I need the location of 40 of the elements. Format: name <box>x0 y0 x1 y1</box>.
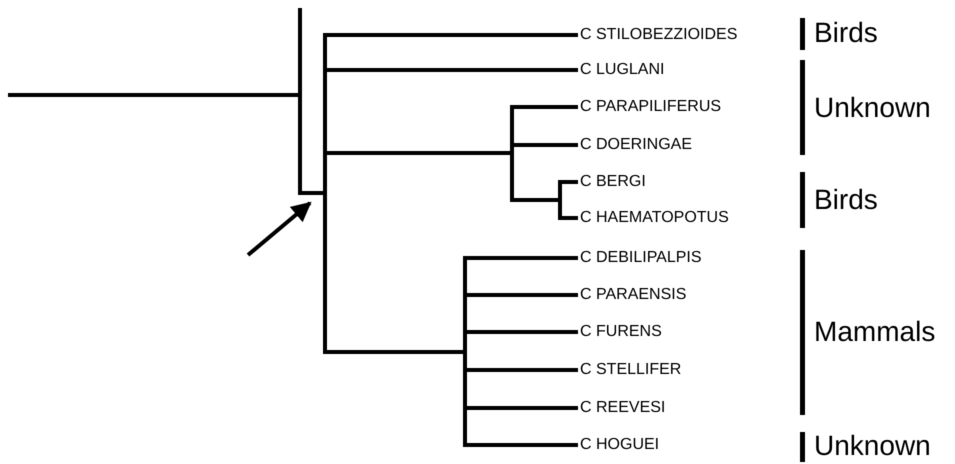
group-label: Mammals <box>814 316 936 348</box>
taxon-label: C HAEMATOPOTUS <box>580 208 729 228</box>
taxon-label: C REEVESI <box>580 398 666 418</box>
tree-branch <box>327 350 463 354</box>
group-label: Birds <box>814 184 878 216</box>
tree-node-bar <box>298 8 302 195</box>
taxon-label: C BERGI <box>580 172 646 192</box>
tree-branch <box>8 93 298 97</box>
taxon-label: C DEBILIPALPIS <box>580 248 702 268</box>
tree-branch <box>562 216 578 220</box>
tree-node-bar <box>323 33 327 354</box>
tree-node-bar <box>463 256 467 447</box>
group-label: Unknown <box>814 430 931 462</box>
tree-branch <box>562 180 578 184</box>
tree-branch <box>514 198 558 202</box>
tree-branch <box>327 33 578 37</box>
tree-branch <box>467 406 578 410</box>
taxon-label: C LUGLANI <box>580 60 664 80</box>
taxon-label: C STELLIFER <box>580 360 682 380</box>
taxon-label: C PARAPILIFERUS <box>580 97 722 117</box>
tree-branch <box>467 330 578 334</box>
tree-branch <box>467 293 578 297</box>
tree-branch <box>467 368 578 372</box>
tree-branch <box>302 191 323 195</box>
tree-branch <box>327 68 578 72</box>
group-label: Birds <box>814 17 878 49</box>
taxon-label: C PARAENSIS <box>580 285 686 305</box>
tree-node-bar <box>510 105 514 202</box>
tree-branch <box>467 256 578 260</box>
taxon-label: C STILOBEZZIOIDES <box>580 25 738 45</box>
taxon-label: C DOERINGAE <box>580 135 692 155</box>
arrow <box>246 201 312 257</box>
group-label: Unknown <box>814 92 931 124</box>
tree-branch <box>467 443 578 447</box>
tree-node-bar <box>558 180 562 220</box>
tree-branch <box>514 105 578 109</box>
taxon-label: C FURENS <box>580 322 662 342</box>
tree-branch <box>327 151 510 155</box>
tree-branch <box>514 143 578 147</box>
taxon-label: C HOGUEI <box>580 435 660 455</box>
